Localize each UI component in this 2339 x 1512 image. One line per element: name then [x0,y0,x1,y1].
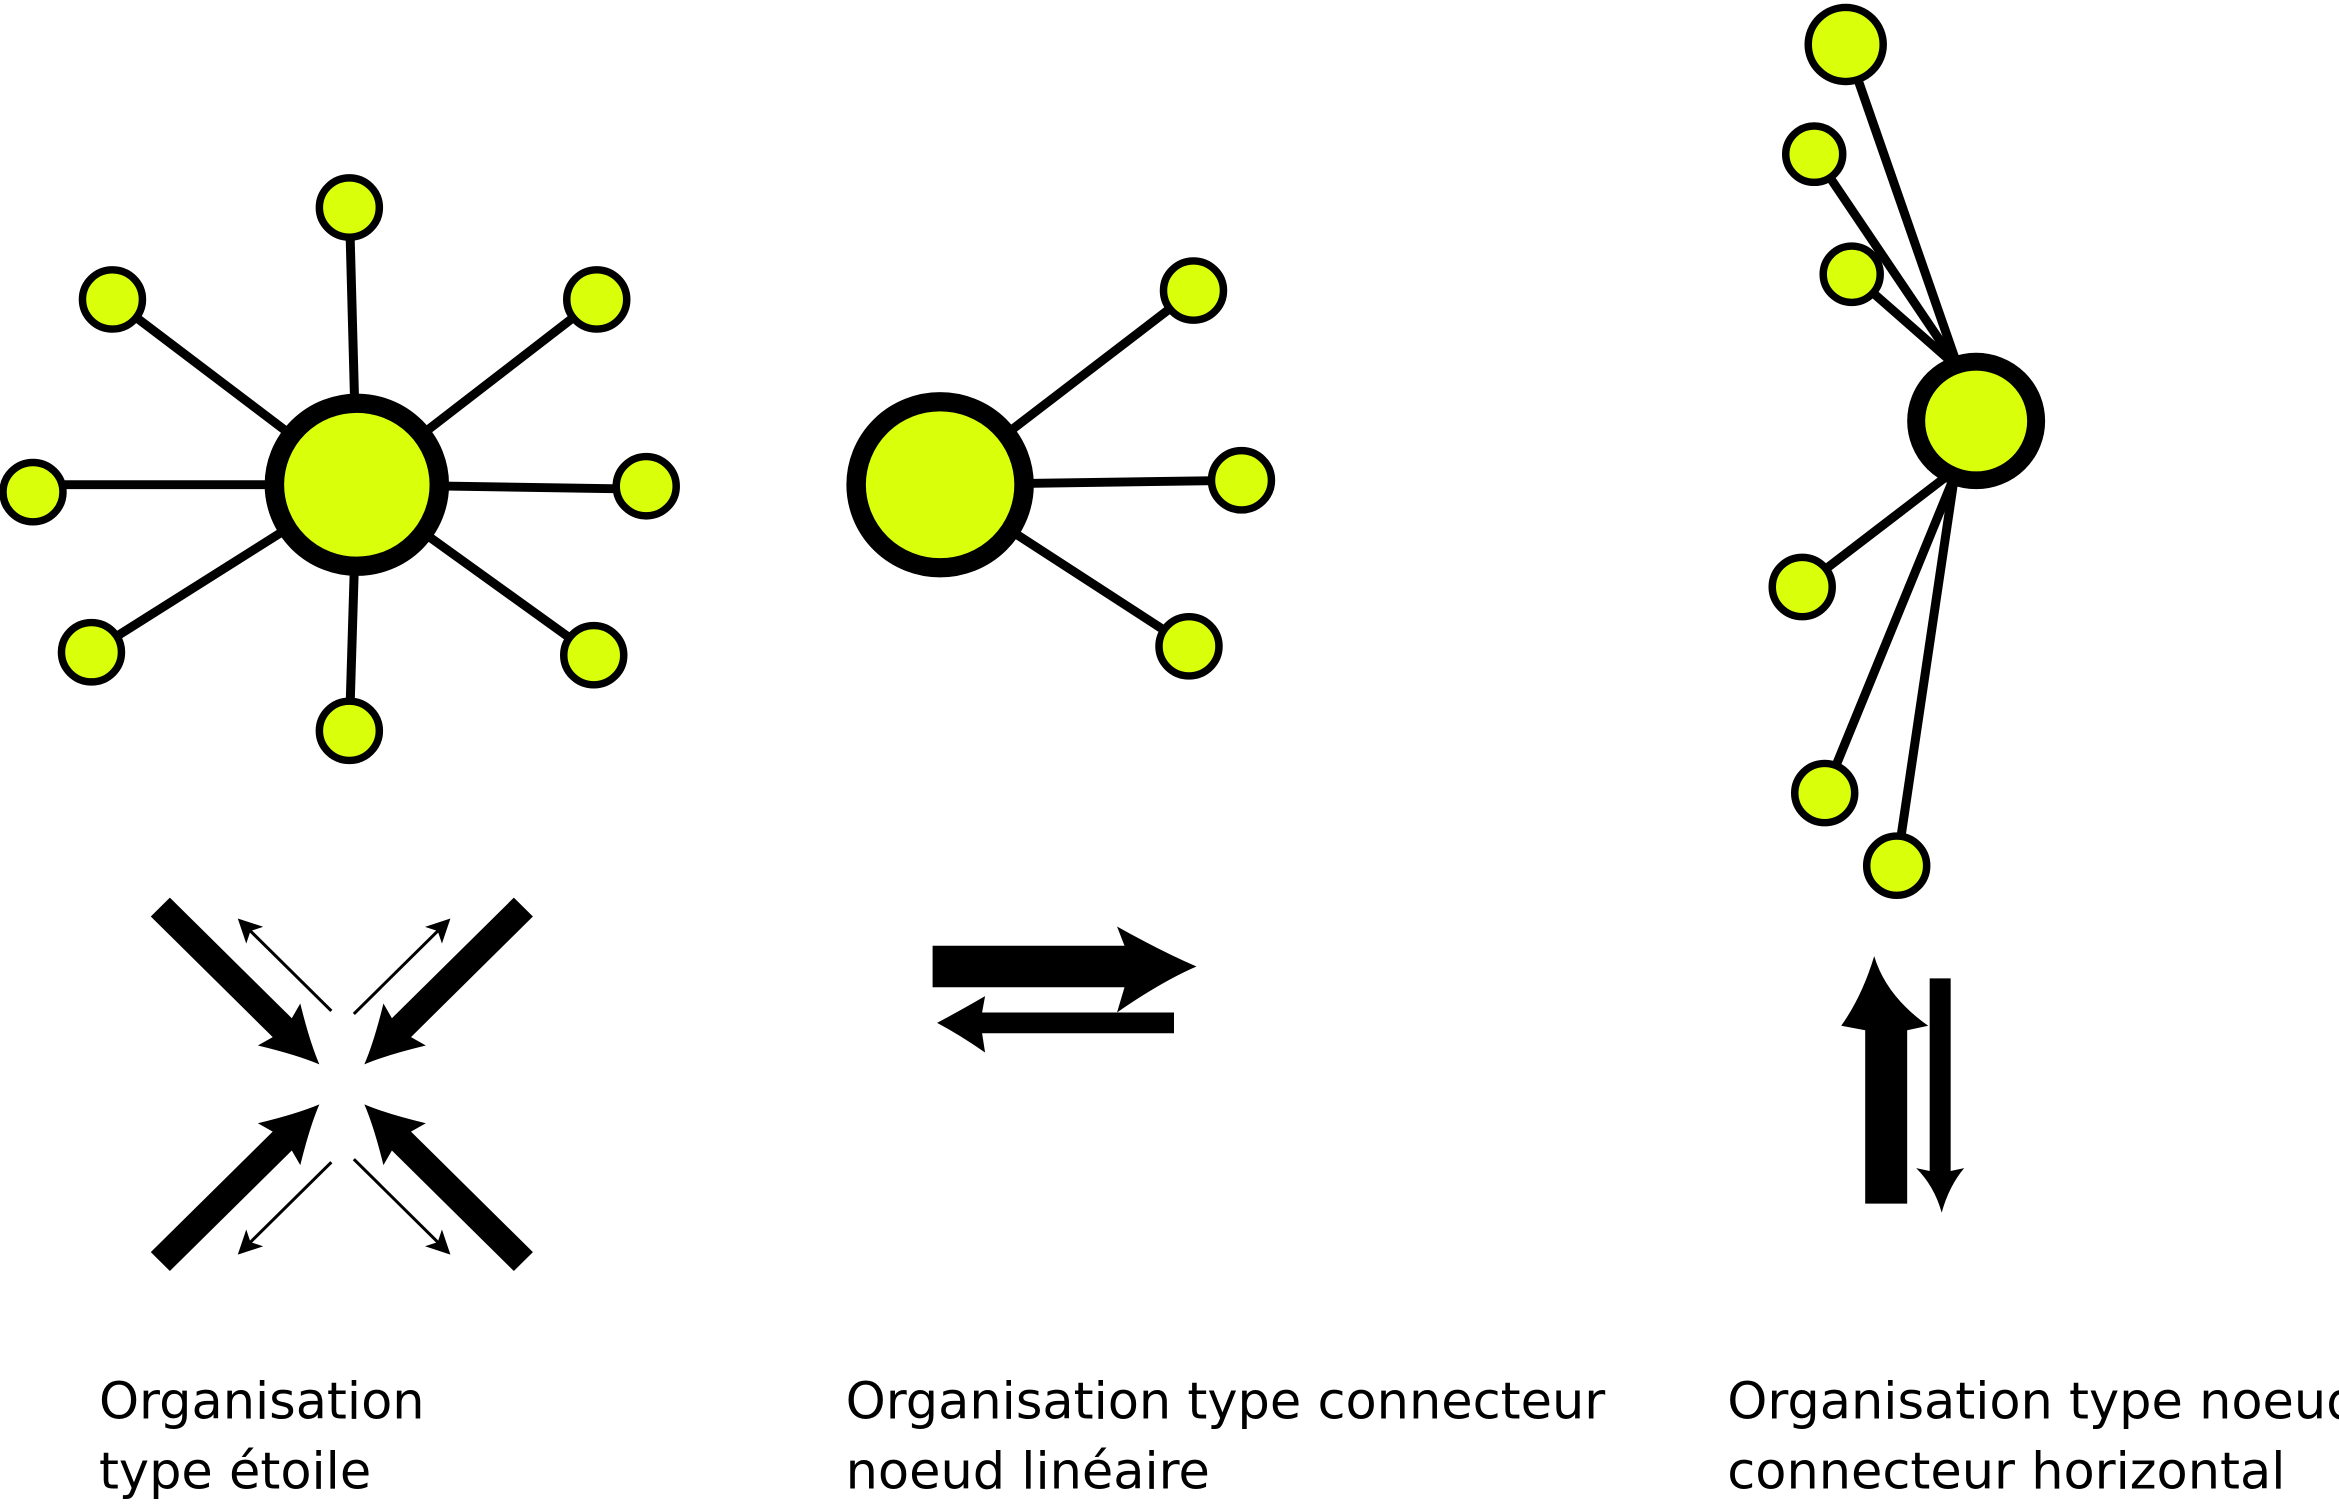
arrow-inward-bottom-right [364,1104,533,1272]
arrow-outward-top-left [237,918,333,1013]
horizontal-connector-network [1768,3,2046,900]
hub-node [264,393,450,576]
label-horizontal-line1: Organisation type noeud [1727,1372,2339,1431]
arrow-up-thick [1841,956,1929,1204]
arrow-outward-top-right [352,918,451,1015]
label-connector-line1: Organisation type connecteur [846,1372,1606,1431]
leaf-node [563,266,631,333]
leaf-node [1819,242,1884,307]
leaf-node [78,266,147,333]
leaf-node [1768,553,1836,621]
leaf-node [315,174,384,241]
arrow-outward-bottom-left [237,1161,333,1255]
label-horizontal-line2: connecteur horizontal [1727,1442,2285,1501]
leaf-node [1207,446,1276,514]
leaf-node [1781,122,1847,187]
arrow-inward-bottom-left [150,1104,320,1272]
arrow-inward-top-left [150,897,320,1065]
label-star-line1: Organisation [99,1372,425,1431]
leaf-node [315,697,384,765]
arrow-outward-bottom-right [352,1158,451,1255]
leaf-node [57,618,126,686]
leaf-node [1155,612,1223,680]
arrow-right-thick [932,926,1197,1013]
leaf-node [1159,257,1228,324]
label-star-line2: type étoile [99,1442,371,1501]
arrow-down-thin [1916,978,1965,1213]
leaf-node [612,452,680,520]
linear-connector-network [846,257,1276,680]
leaf-node [0,458,67,526]
vertical-flow-arrows [1841,956,1965,1213]
leaf-node [1804,3,1887,86]
leaf-node [1790,759,1859,827]
linear-flow-arrows [932,926,1197,1053]
arrow-left-thin [937,996,1174,1053]
hub-node [1907,352,2046,490]
star-flow-arrows [150,897,533,1272]
leaf-node [560,621,628,689]
star-network [0,174,680,765]
hub-node [846,392,1034,578]
label-connector-line2: noeud linéaire [846,1442,1210,1501]
arrow-inward-top-right [364,897,533,1065]
leaf-node [1862,832,1931,900]
